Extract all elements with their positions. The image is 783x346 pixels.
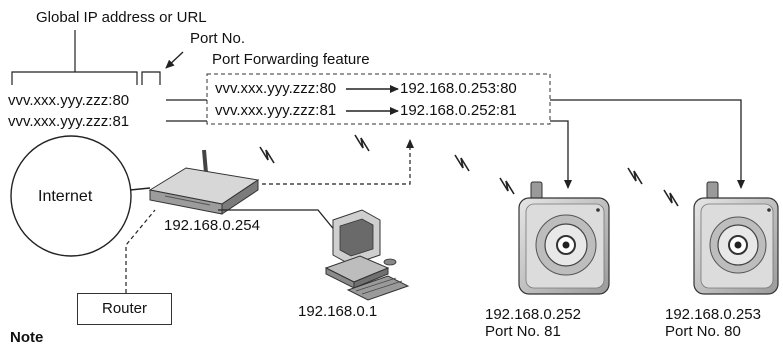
url-port-81: vvv.xxx.yyy.zzz:81 — [8, 113, 129, 130]
port-bracket — [141, 71, 161, 85]
router-icon — [148, 149, 260, 215]
url-port-80-address: vvv.xxx.yyy.zzz: — [8, 92, 113, 109]
forward-rule-1-from: vvv.xxx.yyy.zzz:80 — [215, 80, 337, 97]
route-to-camera1 — [550, 120, 572, 189]
forward-rule-1-to: 192.168.0.253:80 — [400, 80, 517, 97]
router-label-box: Router — [77, 293, 172, 325]
url-port-81-address: vvv.xxx.yyy.zzz: — [8, 113, 113, 130]
port-pointer-arrow — [165, 51, 184, 69]
camera-icon — [693, 181, 779, 295]
wireless-signal-icon — [259, 134, 679, 207]
pc-ip-label: 192.168.0.1 — [298, 303, 378, 320]
note-heading: Note — [10, 329, 44, 346]
port-forwarding-title: Port Forwarding feature — [212, 51, 370, 68]
forward-rule-2-to: 192.168.0.252:81 — [400, 102, 517, 119]
internet-router-link — [129, 187, 151, 191]
camera2-port-label: Port No. 80 — [665, 323, 741, 340]
route-to-camera2 — [550, 99, 745, 189]
camera-icon — [518, 181, 610, 295]
router-ip-label: 192.168.0.254 — [164, 217, 260, 234]
internet-label: Internet — [38, 188, 93, 205]
camera1-port-label: Port No. 81 — [485, 323, 561, 340]
camera2-ip-label: 192.168.0.253 — [665, 306, 761, 323]
camera1-ip-label: 192.168.0.252 — [485, 306, 581, 323]
port-forwarding-box — [206, 73, 551, 125]
forward-rule-2-from: vvv.xxx.yyy.zzz:81 — [215, 102, 337, 119]
router-to-forwarding-link — [262, 139, 414, 185]
router-callout-line — [125, 209, 156, 293]
pc-icon — [324, 209, 410, 301]
url-port-80-port: 80 — [112, 92, 130, 109]
port-no-title: Port No. — [190, 30, 246, 47]
router-pc-link — [218, 209, 337, 233]
router-label: Router — [101, 300, 148, 317]
global-ip-bracket — [11, 30, 138, 85]
url-port-81-port: 81 — [112, 113, 130, 130]
global-ip-title: Global IP address or URL — [36, 9, 207, 26]
internet-cloud — [10, 135, 132, 257]
url-port-80: vvv.xxx.yyy.zzz:80 — [8, 92, 129, 109]
